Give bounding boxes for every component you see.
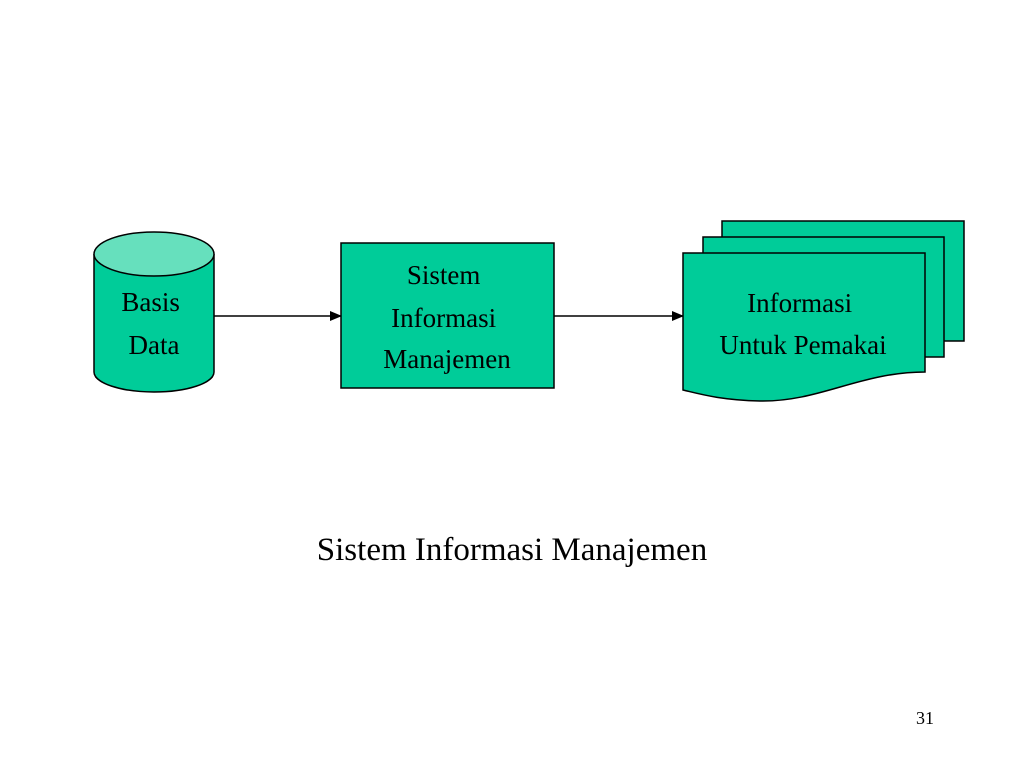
svg-text:Informasi Untuk Pemaka: Informasi Untuk Pemakai — [719, 288, 886, 360]
document-front — [682, 252, 926, 402]
output-label-line-2: Untuk Pemakai — [719, 330, 886, 360]
cylinder-top — [93, 231, 215, 277]
database-label-line-1: Basis — [121, 287, 180, 317]
output-label-line-1: Informasi — [747, 288, 852, 318]
database-label-line-2: Data — [129, 330, 180, 360]
process-label-line-2: Informasi — [391, 303, 496, 333]
multi-document-stack: Informasi Untuk Pemakai — [682, 220, 965, 402]
svg-text:Sistem Informasi: Sistem Informasi Manajemen — [383, 260, 511, 374]
process-rectangle — [340, 242, 555, 389]
svg-text:Basis Data: Basis Data — [121, 287, 186, 360]
cylinder-body — [93, 254, 215, 393]
page-number: 31 — [916, 708, 934, 728]
process-label-line-1: Sistem — [407, 260, 481, 290]
database-cylinder: Basis Data — [93, 231, 215, 393]
process-label-line-3: Manajemen — [383, 344, 511, 374]
slide-caption: Sistem Informasi Manajemen — [316, 532, 708, 568]
process-box: Sistem Informasi Manajemen — [340, 242, 555, 389]
